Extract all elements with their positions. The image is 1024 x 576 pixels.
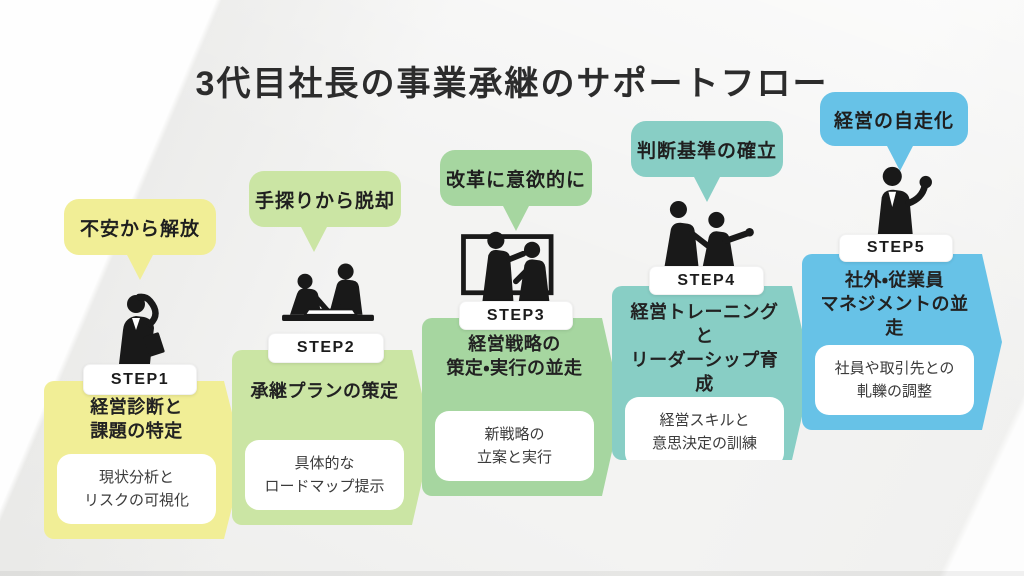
step4-label-chip: STEP4 xyxy=(649,266,764,295)
step4-box: 経営トレーニングと リーダーシップ育成 経営スキルと 意思決定の訓練 xyxy=(612,286,812,460)
step2-box: 承継プランの策定 具体的な ロードマップ提示 xyxy=(232,350,432,525)
thinking-businessman-icon xyxy=(100,292,176,364)
step1-label: STEP1 xyxy=(110,370,170,388)
step4-speech-bubble: 判断基準の確立 xyxy=(631,121,783,177)
step2-detail: 具体的な ロードマップ提示 xyxy=(245,440,404,511)
step4-bubble-label: 判断基準の確立 xyxy=(636,140,777,162)
signing-documents-icon xyxy=(272,260,384,336)
pointing-direction-icon xyxy=(650,200,760,274)
step2-speech-bubble: 手探りから脱却 xyxy=(249,171,401,227)
step1-bubble-label: 不安から解放 xyxy=(79,218,200,240)
step1-heading: 経営診断と 課題の特定 xyxy=(90,397,183,441)
step1-label-chip: STEP1 xyxy=(83,364,197,395)
step3-speech-bubble: 改革に意欲的に xyxy=(440,150,592,206)
step3-detail: 新戦略の 立案と実行 xyxy=(435,411,594,482)
step3-label-chip: STEP3 xyxy=(459,301,573,330)
step3-label: STEP3 xyxy=(486,306,546,324)
step3-bubble-label: 改革に意欲的に xyxy=(445,169,586,191)
step5-bubble-label: 経営の自走化 xyxy=(833,110,954,132)
step4-detail: 経営スキルと 意思決定の訓練 xyxy=(625,397,784,468)
step2-label: STEP2 xyxy=(296,339,356,356)
step1-detail: 現状分析と リスクの可視化 xyxy=(57,454,216,525)
step1-speech-bubble: 不安から解放 xyxy=(64,199,216,255)
step2-bubble-label: 手探りから脱却 xyxy=(254,190,395,212)
step4-label: STEP4 xyxy=(677,271,736,289)
step5-box: 社外・従業員 マネジメントの並走 社員や取引先との 軋轢の調整 xyxy=(802,254,1002,430)
whiteboard-discussion-icon xyxy=(458,228,568,308)
step5-detail: 社員や取引先との 軋轢の調整 xyxy=(815,345,974,416)
step5-heading: 社外・従業員 マネジメントの並走 xyxy=(820,270,969,338)
step3-box: 経営戦略の 策定・実行の並走 新戦略の 立案と実行 xyxy=(422,318,622,496)
step5-label-chip: STEP5 xyxy=(839,234,953,262)
step4-heading: 経営トレーニングと リーダーシップ育成 xyxy=(630,302,779,394)
step2-heading: 承継プランの策定 xyxy=(250,381,399,401)
step5-label: STEP5 xyxy=(866,239,926,256)
page-title: 3代目社長の事業承継のサポートフロー xyxy=(195,64,829,103)
step5-speech-bubble: 経営の自走化 xyxy=(820,92,968,146)
step1-box: 経営診断と 課題の特定 現状分析と リスクの可視化 xyxy=(44,381,244,539)
step2-label-chip: STEP2 xyxy=(268,333,384,363)
step3-heading: 経営戦略の 策定・実行の並走 xyxy=(446,334,583,378)
